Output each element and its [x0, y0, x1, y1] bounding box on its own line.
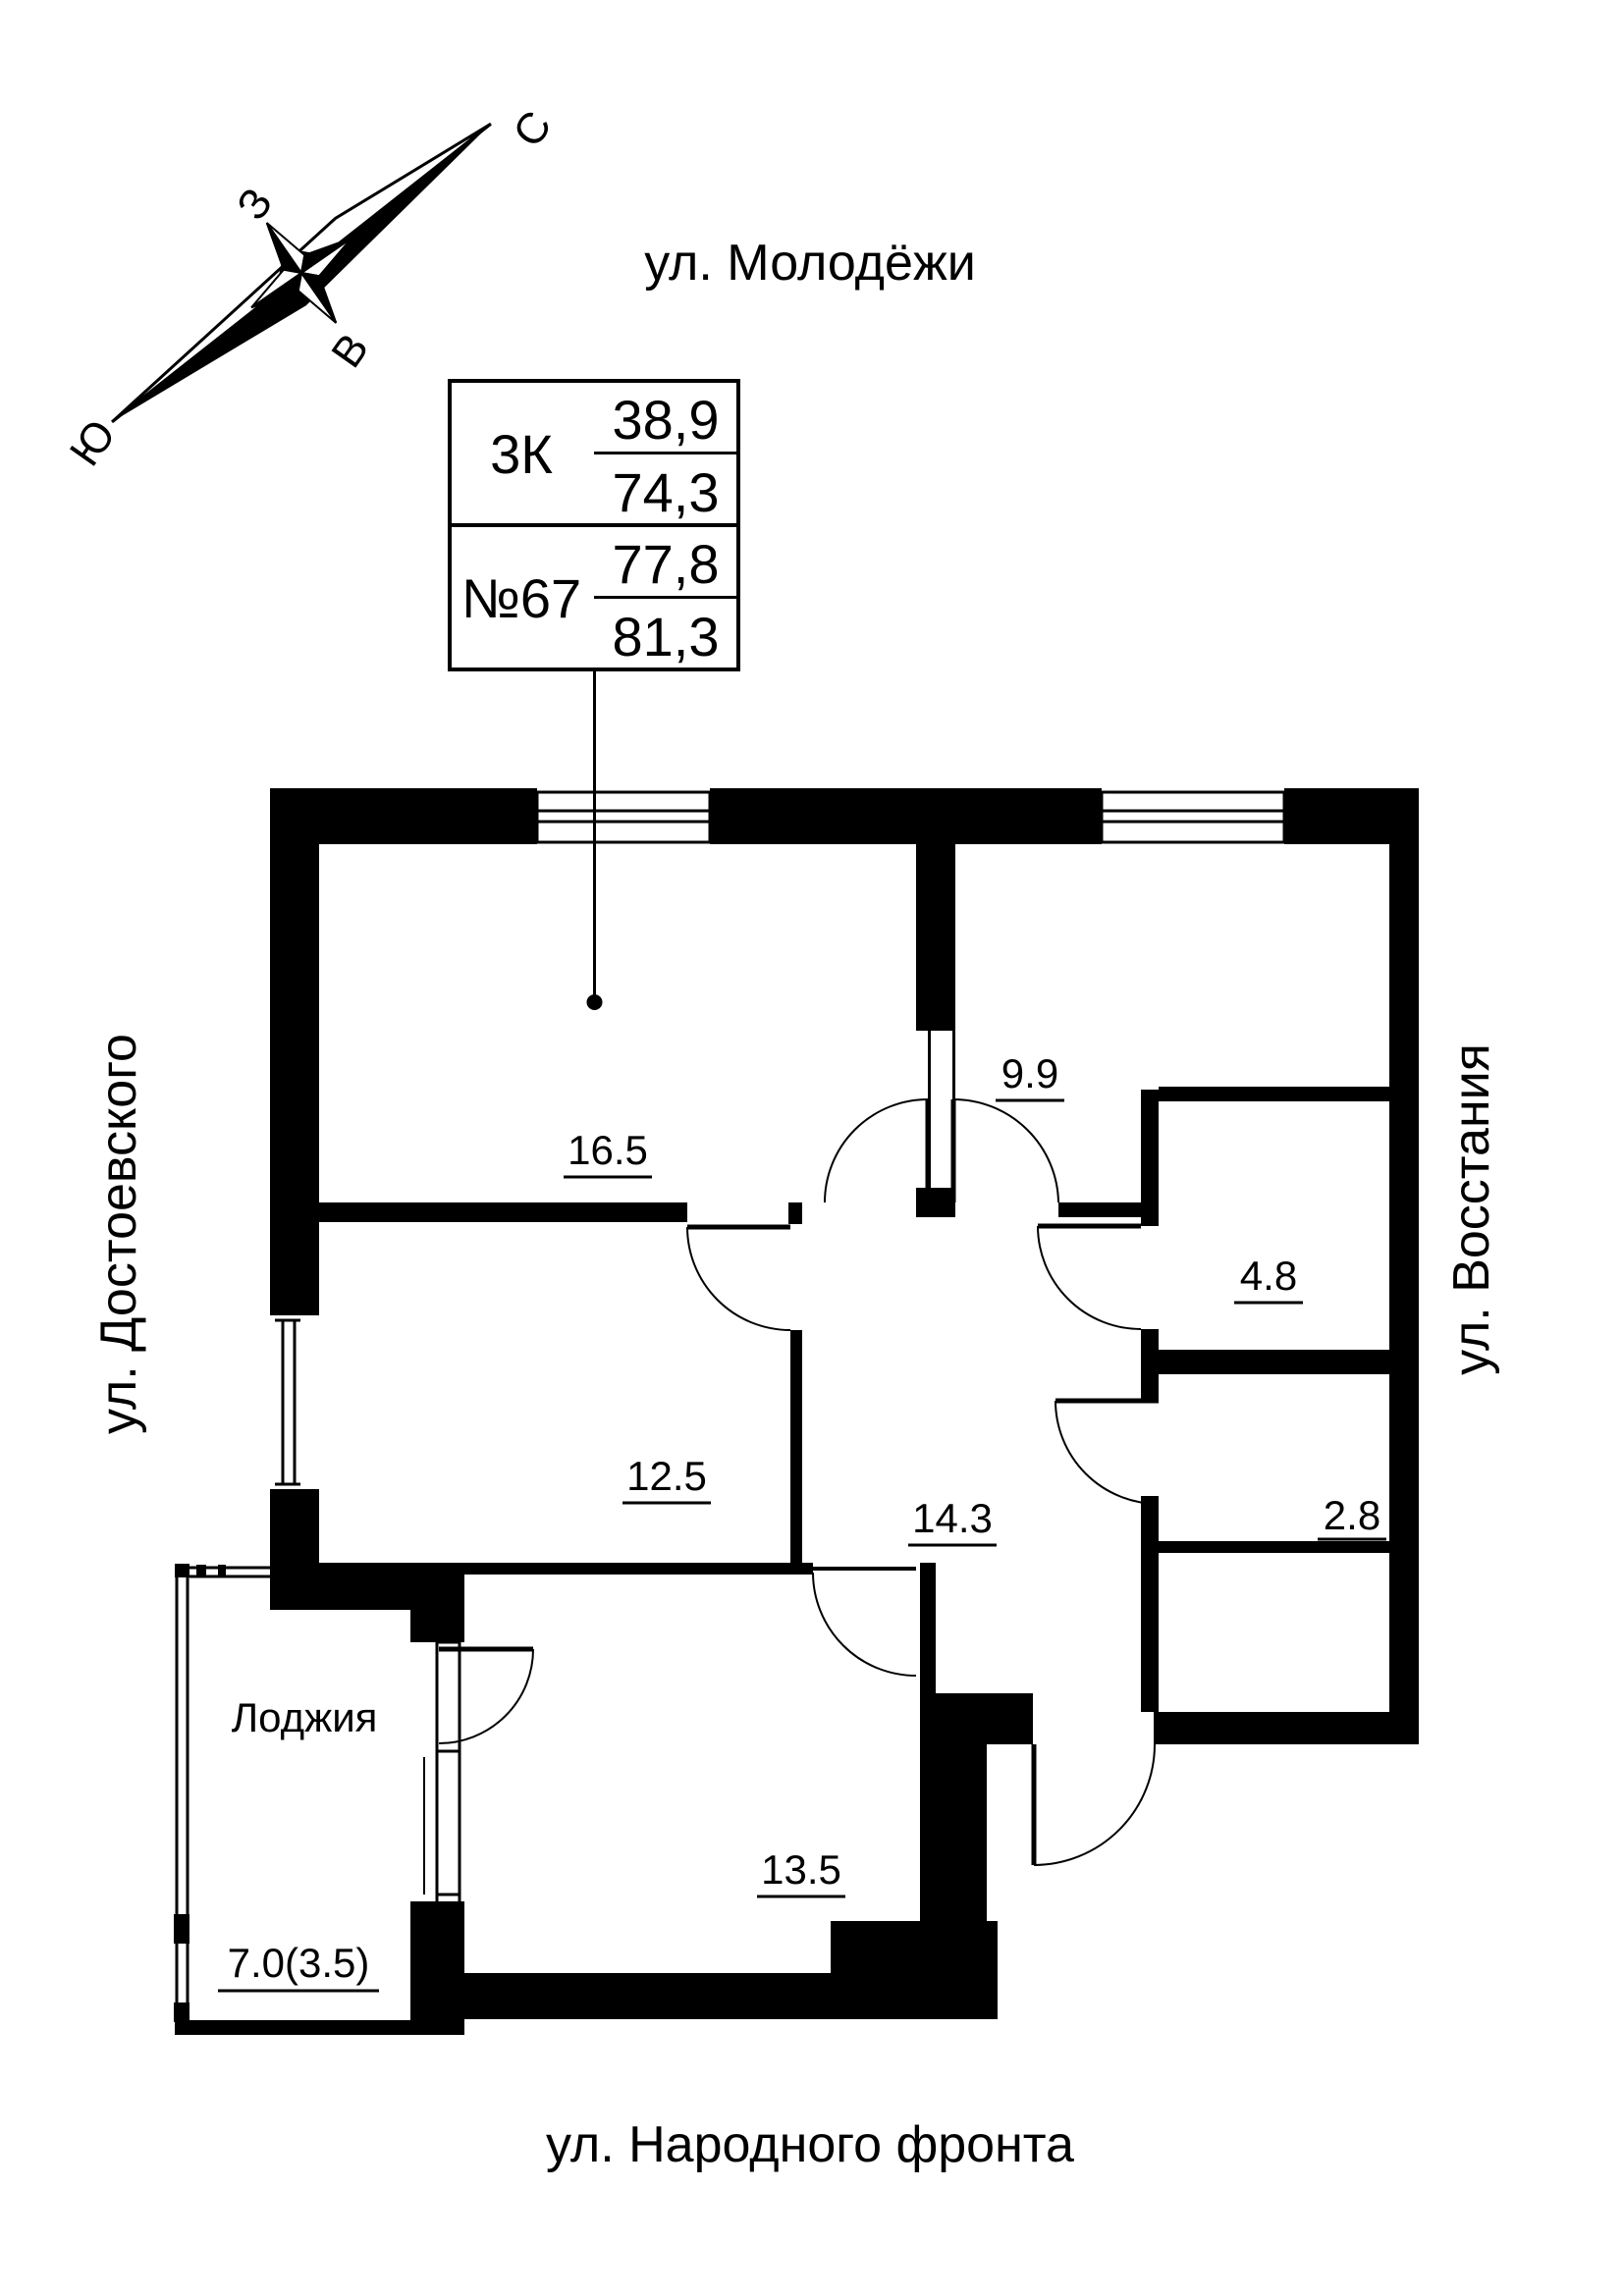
wall-segment	[270, 788, 537, 844]
door-kitchen-13-5	[812, 1567, 917, 1677]
loggia-glazing	[174, 1564, 461, 2024]
wall-segment	[710, 788, 1102, 844]
compass-star-w2	[250, 268, 304, 309]
room-area-label: 13.5	[761, 1846, 841, 1893]
wall-segment	[1141, 1496, 1159, 1712]
apartment-type: 3К	[490, 423, 553, 485]
glazing-tick	[174, 2002, 189, 2022]
window-top-left	[530, 790, 717, 844]
wall-segment	[432, 1973, 831, 2019]
glazing-tick	[174, 1914, 189, 1944]
wall-segment	[319, 1563, 464, 1610]
street-label-left: ул. Достоевского	[90, 1034, 147, 1434]
wall-segment	[1154, 1712, 1419, 1744]
wall-segment	[790, 1330, 802, 1573]
glazing-tick	[196, 1565, 206, 1576]
doors	[438, 1098, 1160, 1866]
entrance-door	[1031, 1743, 1156, 1866]
wall-segment	[1141, 1329, 1159, 1401]
glazing-tick	[218, 1565, 226, 1576]
wall-segment	[788, 1202, 802, 1224]
room-labels: 16.5 9.9 4.8 12.5 14.3 2.8 13.5 Лоджия 7…	[218, 1050, 1386, 1993]
area-value: 77,8	[613, 533, 720, 595]
wall-segment	[920, 1693, 1033, 1744]
wall-segment	[1159, 1350, 1389, 1374]
area-value: 81,3	[613, 606, 720, 667]
door-room-9-9	[950, 1098, 1059, 1203]
wall-segment	[319, 1202, 687, 1222]
wall-segment	[1141, 1090, 1159, 1226]
area-value: 74,3	[613, 461, 720, 523]
compass-label-east: В	[322, 325, 378, 376]
wall-segment	[270, 1489, 319, 1610]
wall-segment	[1159, 1087, 1389, 1101]
room-area-label: 16.5	[568, 1127, 648, 1173]
street-label-right: ул. Восстания	[1443, 1043, 1500, 1375]
wall-segment	[270, 844, 319, 1315]
wall-segment	[1146, 1541, 1419, 1553]
wall-segment	[916, 1188, 955, 1217]
wall-segment	[410, 1610, 464, 1642]
compass-label-west: З	[228, 180, 282, 229]
wall-segment	[920, 1563, 936, 1693]
room-area-label: 4.8	[1240, 1253, 1297, 1299]
balcony-door	[438, 1646, 534, 1744]
apartment-number: №67	[461, 567, 581, 629]
leader-dot	[586, 994, 603, 1010]
window-left	[275, 1318, 300, 1486]
wall-segment	[464, 1563, 813, 1575]
wall-segment	[920, 1744, 987, 1931]
apartment-info-table: 3К №67 38,9 74,3 77,8 81,3	[448, 379, 740, 1010]
door-bathroom-4-8	[1037, 1223, 1142, 1330]
street-label-bottom: ул. Народного фронта	[546, 2116, 1074, 2173]
door-wc-2-8	[1055, 1398, 1160, 1505]
glazing-tick	[175, 1564, 189, 1577]
loggia-area-label: 7.0(3.5)	[228, 1940, 370, 1986]
walls	[175, 788, 1419, 2035]
thin-partition	[928, 1031, 955, 1190]
window-top-right	[1095, 790, 1291, 844]
compass-label-north: С	[504, 102, 561, 155]
street-label-top: ул. Молодёжи	[644, 235, 976, 292]
windows	[275, 790, 1291, 1486]
wall-segment	[1058, 1202, 1141, 1217]
room-area-label: 2.8	[1324, 1492, 1380, 1538]
door-room-12-5	[686, 1224, 791, 1331]
area-value: 38,9	[613, 389, 720, 451]
wall-segment	[831, 1921, 998, 2019]
wall-segment	[175, 2020, 432, 2035]
room-area-label: 9.9	[1001, 1050, 1058, 1096]
door-room-16-5	[824, 1098, 931, 1203]
room-area-label: 14.3	[912, 1495, 993, 1541]
wall-segment	[410, 1901, 464, 2035]
wall-segment	[1389, 788, 1419, 1744]
wall-segment	[916, 844, 955, 1031]
loggia-label: Лоджия	[232, 1694, 378, 1740]
room-area-label: 12.5	[626, 1453, 707, 1499]
